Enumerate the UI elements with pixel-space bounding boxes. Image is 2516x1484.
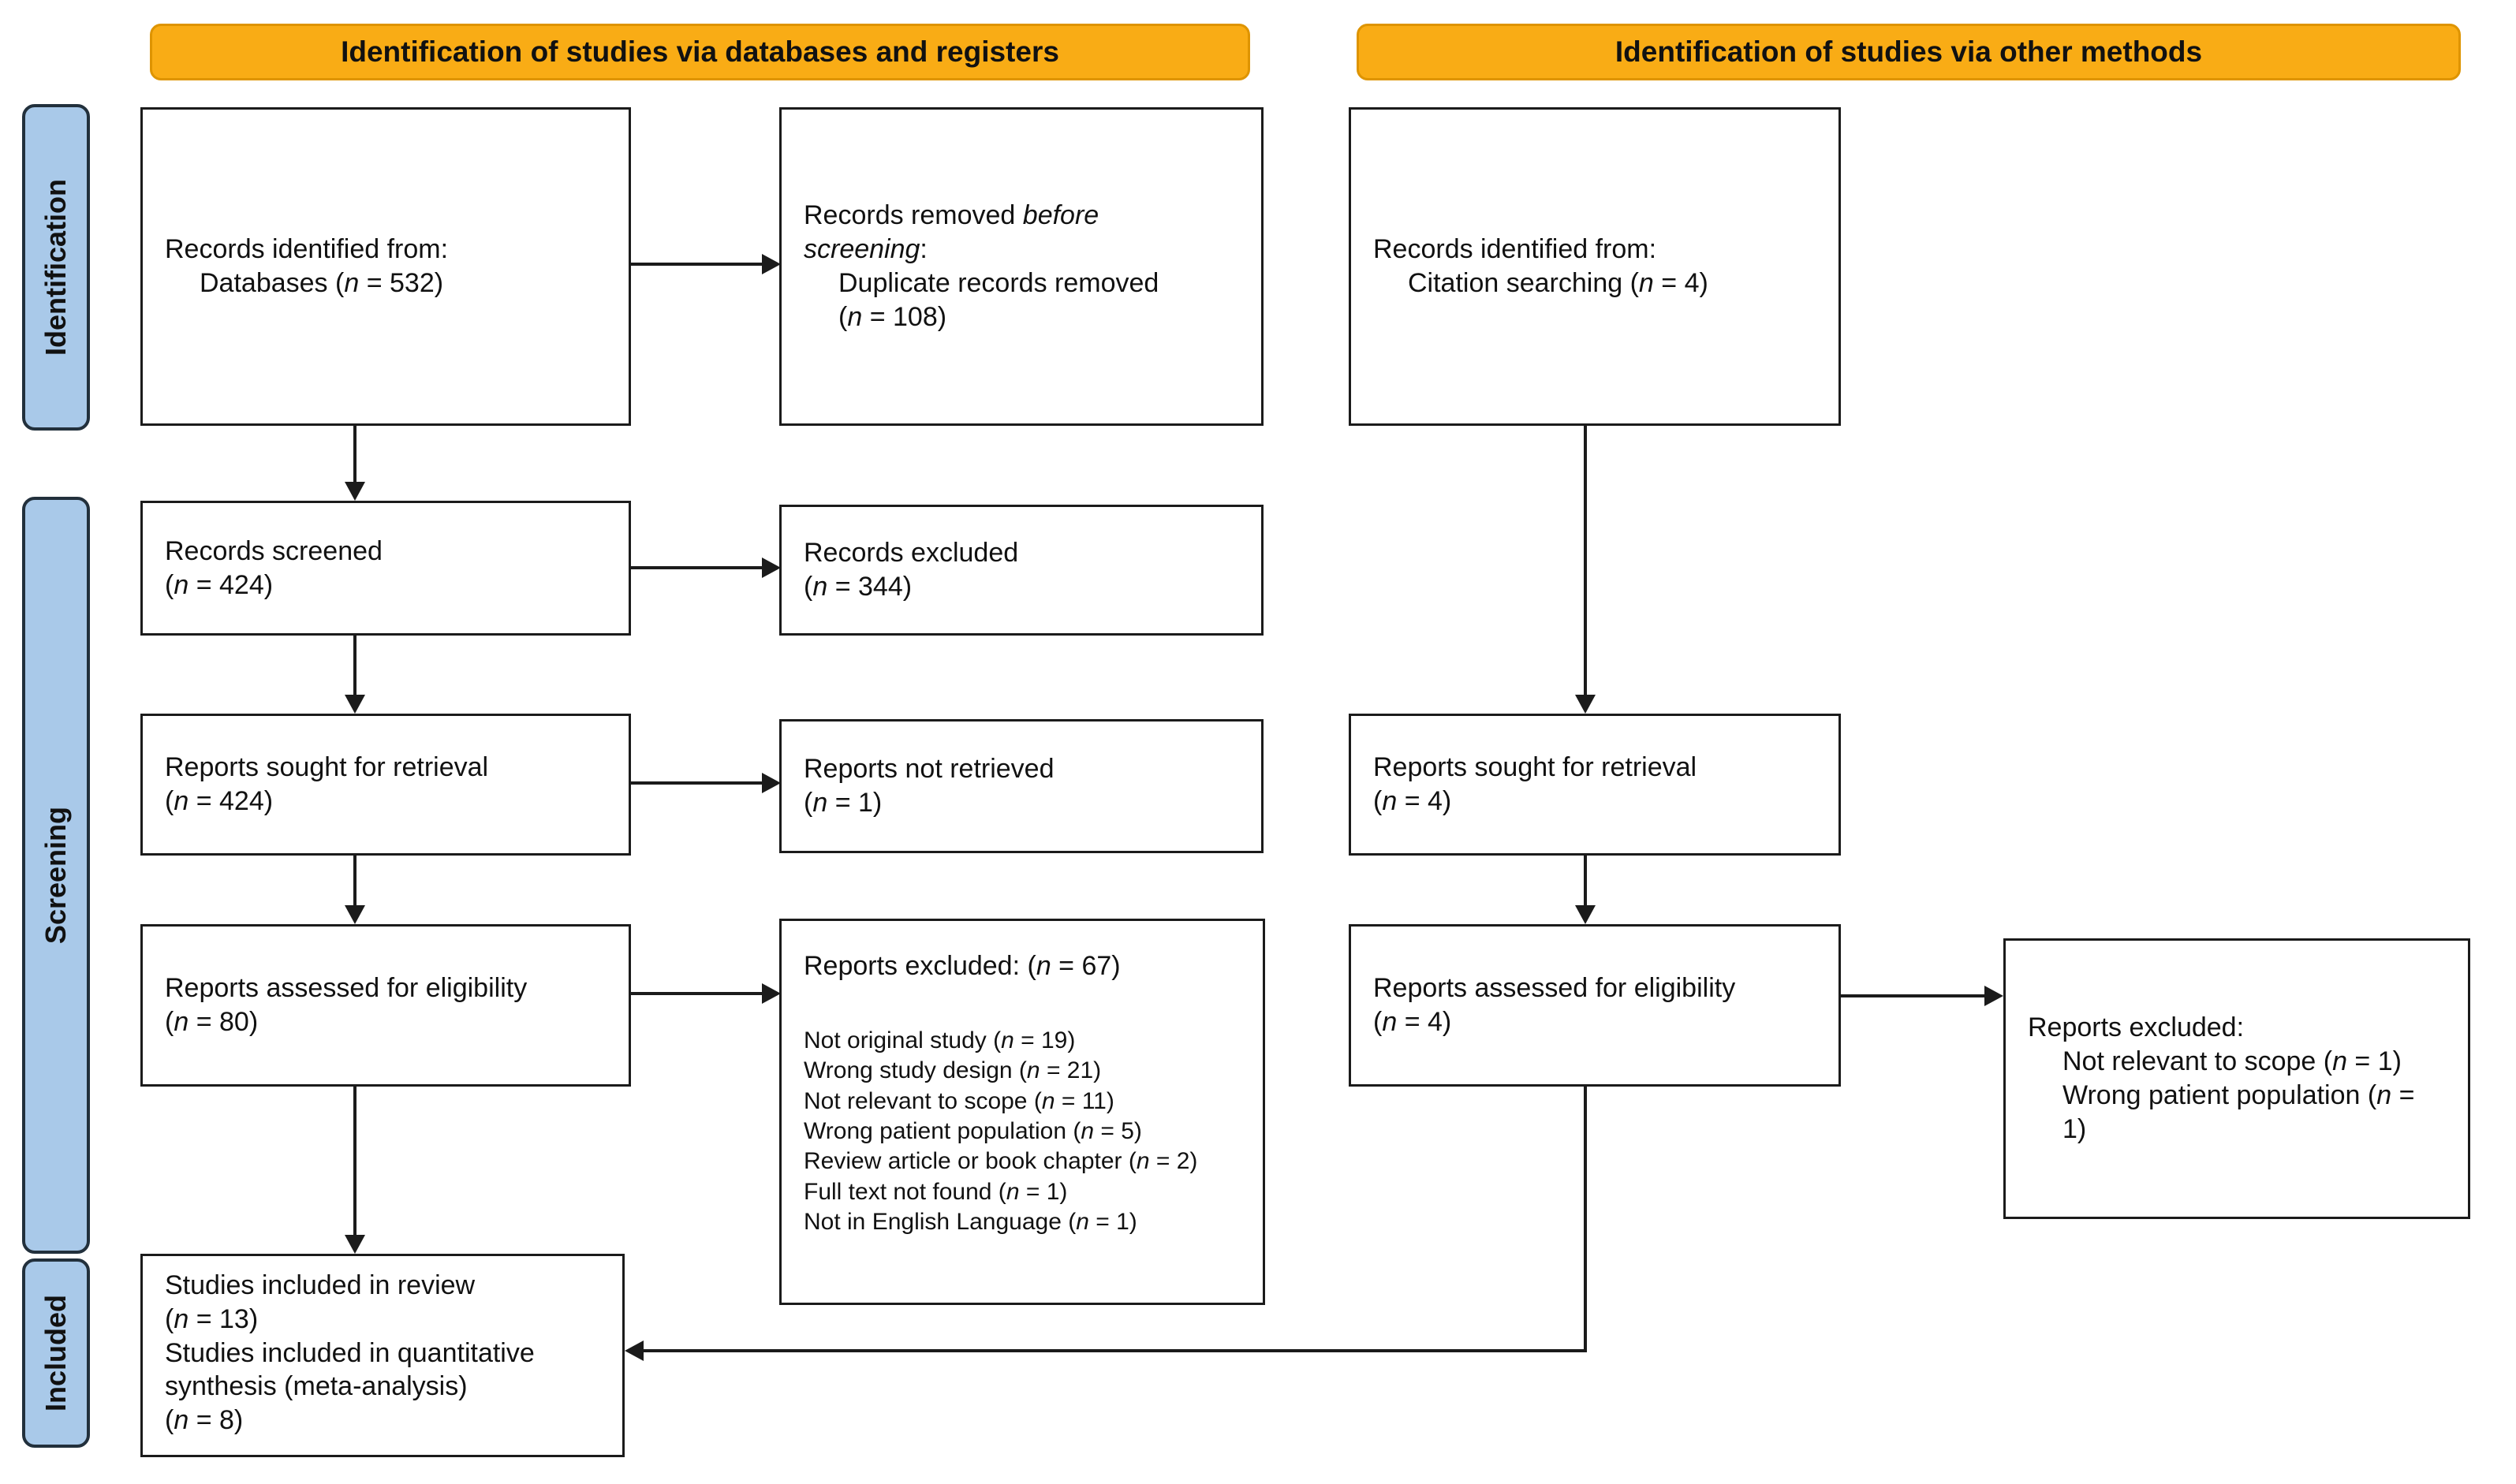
text-line: (n = 108) <box>838 301 947 332</box>
text-line: Studies included in quantitative <box>165 1337 535 1368</box>
connector-assessed-other-left-head <box>625 1340 644 1361</box>
text-line: Reports sought for retrieval <box>1373 752 1697 783</box>
arrow-screened-to-excluded-line <box>631 566 762 569</box>
arrow-screened-to-sought-line <box>353 636 356 695</box>
box-reports-excluded-other: Reports excluded:Not relevant to scope (… <box>2003 938 2470 1219</box>
arrow-citation-to-sought-head <box>1575 695 1596 714</box>
text-line: Citation searching (n = 4) <box>1408 268 1708 298</box>
arrow-sought-to-notretrieved-line <box>631 781 762 785</box>
text-line: Wrong study design (n = 21) <box>804 1057 1102 1084</box>
box-records-excluded: Records excluded(n = 344) <box>779 505 1264 636</box>
text-line: (n = 424) <box>165 569 274 600</box>
text-line: synthesis (meta-analysis) <box>165 1371 468 1402</box>
text-line: (n = 424) <box>165 786 274 816</box>
text-line: (n = 344) <box>804 572 913 602</box>
text-line: Records identified from: <box>165 234 449 265</box>
box-reports-assessed-other: Reports assessed for eligibility(n = 4) <box>1349 924 1841 1087</box>
arrow-citation-to-sought-line <box>1584 426 1587 695</box>
text-line: Reports excluded: <box>2028 1012 2245 1043</box>
stage-bar-included: Included <box>22 1258 90 1448</box>
text-line: Reports assessed for eligibility <box>1373 973 1736 1004</box>
arrow-screened-to-sought-head <box>345 695 365 714</box>
text-line: (n = 13) <box>165 1303 259 1334</box>
text-line: Records screened <box>165 535 383 566</box>
text-line: Review article or book chapter (n = 2) <box>804 1148 1198 1175</box>
text-line: screening: <box>804 234 928 265</box>
box-reports-excluded-databases: Reports excluded: (n = 67) Not original … <box>779 919 1265 1305</box>
text-line: Wrong patient population (n = <box>2062 1080 2415 1110</box>
text-line: (n = 4) <box>1373 1007 1452 1037</box>
arrow-sought-to-assessed-head <box>345 905 365 924</box>
text-line: Studies included in review <box>165 1270 476 1300</box>
stage-bar-screening: Screening <box>22 497 90 1254</box>
box-records-screened: Records screened(n = 424) <box>140 501 631 636</box>
arrow-sought-to-assessed-line <box>353 856 356 905</box>
arrow-identified-to-screened-head <box>345 482 365 501</box>
box-records-identified-databases: Records identified from:Databases (n = 5… <box>140 107 631 426</box>
arrow-identified-to-screened-line <box>353 426 356 482</box>
text-line: Not original study (n = 19) <box>804 1027 1076 1053</box>
text-line: Not relevant to scope (n = 1) <box>2062 1046 2402 1077</box>
arrow-screened-to-excluded-head <box>762 557 781 578</box>
text-line: Not in English Language (n = 1) <box>804 1209 1137 1236</box>
text-line: Not relevant to scope (n = 11) <box>804 1087 1114 1114</box>
arrow-identified-to-removed-head <box>762 254 781 274</box>
text-line: Reports excluded: (n = 67) <box>804 951 1121 981</box>
text-line: (n = 8) <box>165 1405 244 1436</box>
box-reports-sought-databases: Reports sought for retrieval(n = 424) <box>140 714 631 856</box>
arrow-sought-to-notretrieved-head <box>762 773 781 793</box>
text-line: 1) <box>2062 1113 2087 1144</box>
arrow-assessed-other-to-excluded-head <box>1984 986 2003 1006</box>
stage-bar-identification: Identification <box>22 104 90 431</box>
text-line: Records removed before <box>804 200 1099 231</box>
arrow-sought-other-to-assessed-head <box>1575 905 1596 924</box>
stage-label-included: Included <box>39 1294 72 1411</box>
box-studies-included: Studies included in review(n = 13)Studie… <box>140 1254 625 1457</box>
text-line: Reports not retrieved <box>804 754 1055 785</box>
connector-assessed-other-left-line <box>644 1349 1587 1352</box>
stage-label-identification: Identification <box>39 179 72 356</box>
box-reports-assessed-databases: Reports assessed for eligibility(n = 80) <box>140 924 631 1087</box>
text-line: Databases (n = 532) <box>200 268 444 298</box>
banner-databases-registers: Identification of studies via databases … <box>150 24 1250 80</box>
text-line: Records excluded <box>804 538 1019 569</box>
text-line: Reports assessed for eligibility <box>165 973 528 1004</box>
text-line: Reports sought for retrieval <box>165 752 489 783</box>
text-line: (n = 1) <box>804 788 883 818</box>
connector-assessed-other-down-line <box>1584 1087 1587 1352</box>
arrow-assessed-to-excluded-line <box>631 992 762 995</box>
arrow-assessed-other-to-excluded-line <box>1841 994 1984 997</box>
box-reports-sought-other: Reports sought for retrieval(n = 4) <box>1349 714 1841 856</box>
arrow-assessed-to-included-line <box>353 1087 356 1235</box>
text-line: Full text not found (n = 1) <box>804 1178 1068 1205</box>
text-line: Duplicate records removed <box>838 268 1159 298</box>
arrow-assessed-to-included-head <box>345 1235 365 1254</box>
stage-label-screening: Screening <box>39 806 72 945</box>
text-line: Records identified from: <box>1373 234 1657 265</box>
arrow-assessed-to-excluded-head <box>762 983 781 1004</box>
box-reports-not-retrieved: Reports not retrieved(n = 1) <box>779 719 1264 853</box>
banner-other-methods: Identification of studies via other meth… <box>1357 24 2461 80</box>
arrow-sought-other-to-assessed-line <box>1584 856 1587 905</box>
text-line: Wrong patient population (n = 5) <box>804 1118 1142 1144</box>
box-records-identified-citation: Records identified from:Citation searchi… <box>1349 107 1841 426</box>
text-line: (n = 4) <box>1373 786 1452 816</box>
text-line <box>804 983 1249 1026</box>
arrow-identified-to-removed-line <box>631 263 762 266</box>
text-line: (n = 80) <box>165 1007 259 1037</box>
